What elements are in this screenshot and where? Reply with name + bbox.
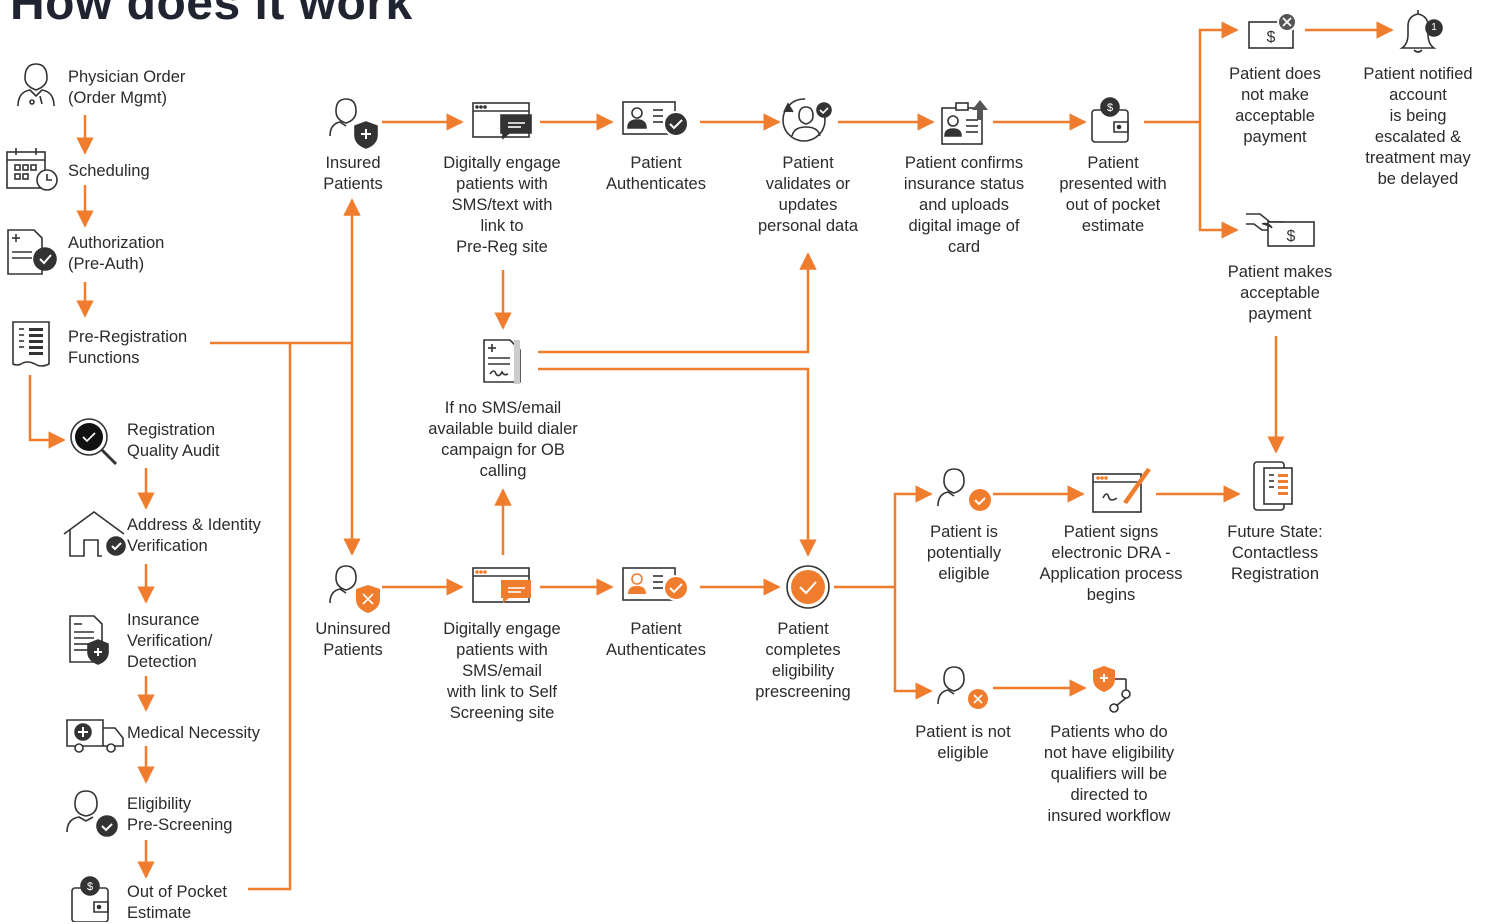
id-card-upload-icon [941,100,988,145]
arrow-prereg-to-audit [28,375,66,449]
shield-workflow-icon [1093,666,1131,713]
ambulance-icon [66,719,124,753]
person-eligible-icon [937,468,991,511]
step-medical-necessity: Medical Necessity [127,724,260,742]
node-presented-estimate: Patient presented with out of pocket est… [1059,154,1167,235]
node-uninsured-patients: Uninsured Patients [315,620,391,659]
physician-icon [17,63,55,107]
cash-cancel-icon: $ [1248,12,1297,49]
insured-person-plus-icon [329,98,378,149]
node-directed-insured: Patients who do not have eligibility qua… [1043,723,1175,825]
node-insured-digital-engage: Digitally engage patients with SMS/text … [443,154,561,256]
calendar-icon [6,148,58,191]
node-dialer-campaign: If no SMS/email available build dialer c… [428,399,578,480]
step-registration-audit: Registration Quality Audit [127,421,220,460]
bell-notification-icon [1399,10,1443,53]
node-insured-authenticates: Patient Authenticates [606,154,706,193]
browser-sign-icon [1092,468,1151,513]
house-check-icon [63,511,126,557]
node-confirms-insurance: Patient confirms insurance status and up… [903,154,1025,256]
id-card-check-icon [622,567,689,601]
person-refresh-icon [782,98,832,142]
wallet-dollar-icon: $ [1091,97,1129,143]
check-circle-icon [786,565,830,609]
step-address-identity: Address & Identity Verification [127,516,261,555]
list-doc-icon [12,321,50,367]
tablet-registration-icon [1253,461,1293,511]
node-not-eligible: Patient is not eligible [915,723,1011,762]
authorization-doc-icon [7,229,57,275]
step-authorization: Authorization (Pre-Auth) [68,234,165,273]
step-insurance-verification: Insurance Verification/ Detection [127,611,213,671]
line-oop-up [248,343,292,891]
step-pre-registration: Pre-Registration Functions [68,328,188,367]
node-completes-prescreening: Patient completes eligibility prescreeni… [755,620,851,701]
id-card-check-icon [622,101,689,137]
svg-text:$: $ [1287,228,1296,245]
node-signs-dra: Patient signs electronic DRA - Applicati… [1039,523,1183,604]
magnifier-check-icon [70,418,118,466]
node-no-payment: Patient does not make acceptable payment [1229,65,1321,146]
svg-text:$: $ [1267,29,1276,46]
step-eligibility-prescreening: Eligibility Pre-Screening [127,795,233,834]
person-check-icon [66,790,118,837]
person-not-eligible-icon [937,666,988,709]
insurance-shield-doc-icon [69,615,109,665]
node-uninsured-authenticates: Patient Authenticates [606,620,706,659]
wallet-dollar-icon: $ [71,876,109,922]
svg-text:$: $ [87,881,93,893]
browser-chat-icon [472,102,532,140]
step-physician-order: Physician Order (Order Mgmt) [68,68,186,107]
svg-text:$: $ [1107,102,1113,114]
signed-doc-icon [483,339,521,384]
node-validates: Patient validates or updates personal da… [758,154,858,235]
page-title: How does it work [10,0,413,30]
hand-cash-icon: $ [1246,213,1315,247]
notification-badge: 1 [1431,22,1437,33]
node-future-state: Future State: Contactless Registration [1227,523,1323,583]
node-uninsured-digital-engage: Digitally engage patients with SMS/email… [443,620,561,722]
step-scheduling: Scheduling [68,162,150,180]
step-out-of-pocket: Out of Pocket Estimate [127,883,227,922]
uninsured-person-cancel-icon [329,565,380,613]
node-notified: Patient notified account is being escala… [1363,65,1473,188]
browser-chat-icon [472,567,531,603]
node-insured-patients: Insured Patients [323,154,383,193]
node-makes-payment: Patient makes acceptable payment [1227,263,1333,323]
node-potentially-eligible: Patient is potentially eligible [926,523,1002,583]
